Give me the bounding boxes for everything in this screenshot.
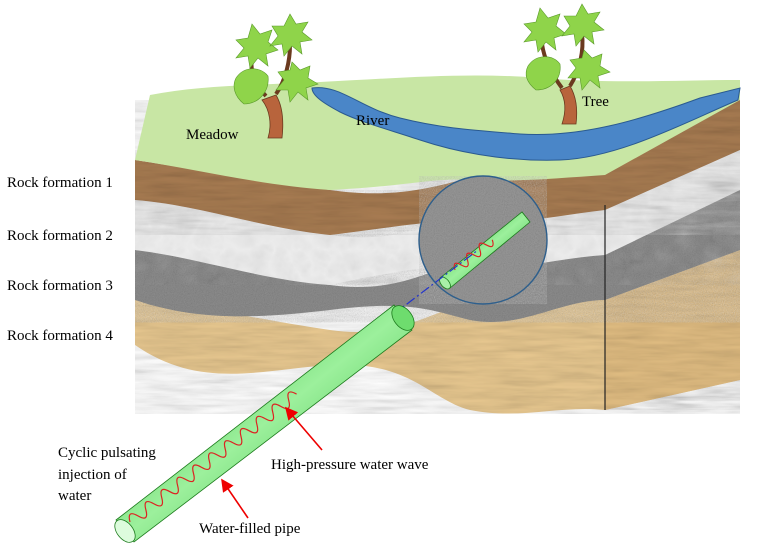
water-filled-pipe [114,304,415,543]
pipe-arrow [221,478,249,519]
tree-label: Tree [582,94,609,110]
wave-label: High-pressure water wave [271,457,429,473]
rock-formation-1-layer [135,100,740,235]
water-wave [128,391,297,523]
injection-label-line2: injection of [58,467,127,483]
rock-formation-2-label: Rock formation 2 [7,228,113,244]
injection-label-line3: water [58,488,91,504]
river [311,87,741,161]
tree-trunk [559,85,578,125]
rock-formation-4-label: Rock formation 4 [7,328,113,344]
leaf-cluster [567,49,611,91]
leaf-cluster [523,7,567,53]
leaf-cluster [561,3,605,47]
tree-trunk [261,94,284,139]
leaf-cluster [233,68,269,105]
zoom-detail-circle [418,175,548,305]
pipe-label: Water-filled pipe [199,521,301,537]
rock-formation-2-layer [135,150,740,285]
rock-formation-3-layer [135,190,740,323]
leaf-cluster [275,61,319,103]
wave-arrow [284,406,323,451]
zoom-wave [453,239,494,271]
leaf-cluster [269,13,313,57]
meadow-label: Meadow [186,127,239,143]
tree-right [523,3,611,125]
leaf-cluster [525,56,561,91]
rock-formation-4-side [605,250,740,410]
rock-formation-1-label: Rock formation 1 [7,175,113,191]
river-label: River [356,113,389,129]
rock-formation-3-label: Rock formation 3 [7,278,113,294]
tree-left [233,13,319,139]
injection-label-line1: Cyclic pulsating [58,445,156,461]
leaf-cluster [235,23,279,69]
